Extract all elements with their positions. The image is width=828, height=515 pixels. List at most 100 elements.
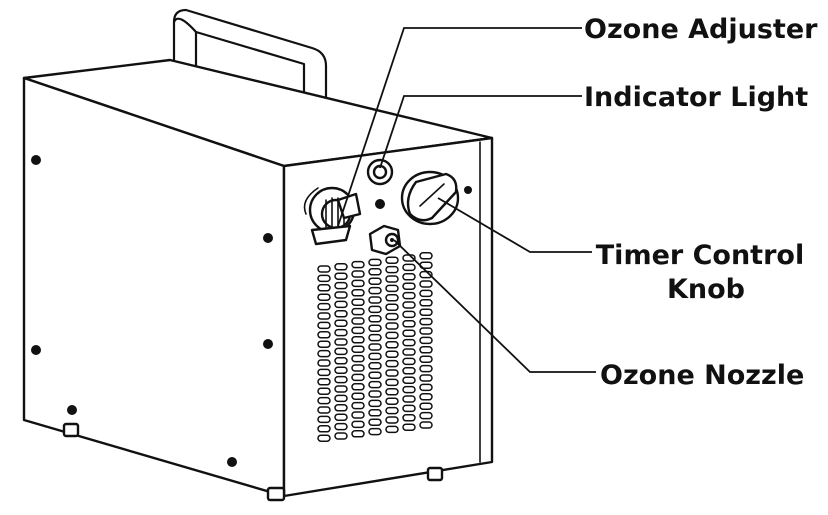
vent-slot [317,340,331,348]
vent-slot [402,273,416,281]
vent-slot [317,378,331,386]
vent-slot [402,338,416,347]
vent-slot [419,364,433,373]
vent-slot [385,331,399,340]
vent-slot [402,310,416,319]
vent-slot [334,338,348,346]
vent-slot [368,352,382,361]
vent-slot [334,385,348,393]
vent-slot [368,409,382,417]
vent-slot [385,303,399,311]
feet [62,422,444,502]
vent-slot [402,414,416,422]
vent-slot [317,293,331,301]
vent-slot [419,411,433,420]
vent-slot [385,378,399,387]
vent-slot [402,423,416,431]
vent-slot [351,326,365,335]
vent-slot [351,270,365,278]
vent-slot [334,272,348,280]
vent-slot [368,315,382,323]
indicator-light [366,158,394,186]
vent-slot [317,387,331,395]
vent-slot [368,296,382,304]
vent-slot [402,329,416,337]
vent-slot [419,299,433,307]
vent-slot [351,317,365,325]
vent-slot [334,328,348,337]
vent-slot [402,376,416,384]
vent-slot [368,268,382,276]
vent-slot [402,291,416,300]
vent-slot [317,406,331,414]
vent-slot [317,284,331,292]
vent-slot [317,274,331,283]
vent-slot [351,289,365,297]
vent-slot [385,265,399,274]
vent-slot [385,369,399,377]
vent-slot [317,349,331,358]
vent-slot [351,420,365,429]
vent-slot [419,308,433,316]
vent-slot [317,321,331,330]
vent-slot [334,375,348,384]
vent-slot [385,388,399,396]
vent-slot [385,397,399,405]
vent-slot [351,307,365,316]
vent-slot [419,383,433,392]
vent-slot [317,396,331,405]
vent-slot [317,302,331,311]
vent-slot [402,348,416,356]
vent-slot [334,432,348,440]
vent-slot [351,260,365,269]
vent-slot [368,380,382,389]
vent-slot [419,336,433,345]
vent-slot [351,401,365,410]
vent-slot [368,390,382,398]
vent-slot [334,366,348,374]
vent-slot [368,333,382,342]
vent-slot [402,320,416,328]
vent-slot [368,286,382,295]
vent-slot [419,289,433,298]
vent-slot [351,345,365,353]
vent-slot [334,291,348,299]
vent-slot [351,411,365,419]
vent-slot [334,310,348,318]
vent-slot [368,258,382,267]
vent-slot [419,421,433,429]
vent-slot [351,383,365,391]
vent-slot [385,294,399,302]
vent-slot [385,359,399,368]
label-timer-control-line2: Knob [667,274,745,305]
vent-slot [351,354,365,363]
label-indicator-light: Indicator Light [584,82,808,113]
vent-slot [334,281,348,290]
vent-slot [419,346,433,354]
vent-slot [385,312,399,321]
vent-slot [334,347,348,356]
vent-slot [385,256,399,264]
vent-slot [419,393,433,401]
vent-slot [402,367,416,375]
vent-slot [351,298,365,306]
vent-slot [385,406,399,415]
vent-slot [368,399,382,408]
vent-slot [385,322,399,330]
vent-slot [419,374,433,382]
vent-slot [402,395,416,403]
vent-slot [351,364,365,372]
vent-slot [385,350,399,358]
vent-slot [351,392,365,400]
vent-slot [351,336,365,344]
vent-slot [368,418,382,426]
vent-slot [402,282,416,290]
vent-slot [368,305,382,314]
vent-slot [334,404,348,412]
vent-slot [334,319,348,327]
vent-slot [402,385,416,394]
vent-slot [334,413,348,421]
vent-slot [385,284,399,293]
vent-slot [317,434,331,442]
